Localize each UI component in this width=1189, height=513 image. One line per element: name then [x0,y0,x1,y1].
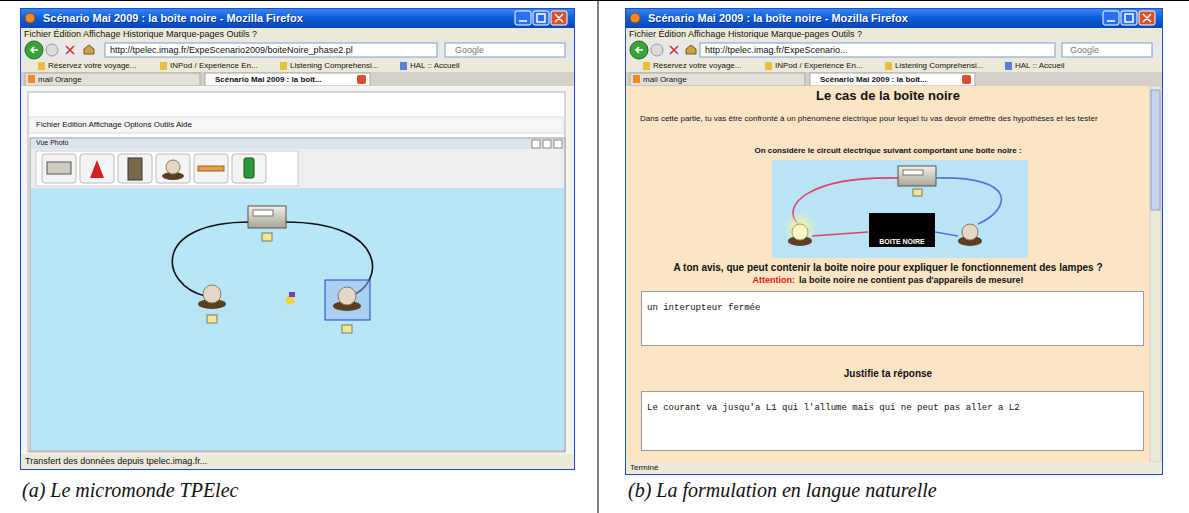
bookmark: Listening Comprehensi... [290,61,379,70]
tab-title: Scénario Mai 2009 : la boît... [820,75,927,84]
app-menu: Fichier Edition Affichage Options Outils… [36,120,192,129]
warning-label: Attention: [752,275,795,285]
bookmark: INPod / Experience En... [170,61,258,70]
panel-title: Vue Photo [36,139,68,147]
url-text: http://tpelec.imag.fr/ExpeScenario2009/b… [110,45,353,55]
menu-bar: Fichier Édition Affichage Historique Mar… [629,29,862,39]
warning-text: la boite noire ne contient pas d'apparei… [799,275,1024,285]
figure-caption: (b) La formulation en langue naturelle [628,479,937,502]
window-title: Scénario Mai 2009 : la boîte noire - Moz… [648,12,908,24]
answer-text: Le courant va jusqu'a L1 qui l'allume ma… [647,403,1020,413]
answer-textarea: Le courant va jusqu'a L1 qui l'allume ma… [641,391,1144,451]
status-bar: Terminé [630,463,658,472]
bookmark: Listening Comprehensi... [895,61,984,70]
intro-text: Dans cette partie, tu vas être confronté… [640,114,1098,123]
window-title: Scénario Mai 2009 : la boîte noire - Moz… [43,12,303,24]
bookmark: HAL :: Accueil [410,61,460,70]
box-label: BOITE NOIRE [879,238,925,245]
tab-title: mail Orange [643,75,687,84]
tab-title: Scénario Mai 2009 : la boît... [215,75,322,84]
black-box: BOITE NOIRE [869,213,935,247]
menu-bar: Fichier Édition Affichage Historique Mar… [24,29,257,39]
bookmark: HAL :: Accueil [1015,61,1065,70]
search-field: Google [1070,45,1099,55]
url-text: http://tpelec.imag.fr/ExpeScenario... [705,45,848,55]
bookmark: Réservez votre voyage... [48,61,136,70]
search-field: Google [455,45,484,55]
tab-title: mail Orange [38,75,82,84]
page-heading: Le cas de la boîte noire [816,89,960,104]
circuit-intro: On considère le circuit électrique suiva… [754,146,1021,155]
answer-text: un interupteur fermée [647,303,760,313]
bookmark: INPod / Experience En... [775,61,863,70]
bookmark: Réservez votre voyage... [653,61,741,70]
question: A ton avis, que peut contenir la boite n… [673,262,1102,274]
answer-textarea: un interupteur fermée [641,291,1144,346]
status-bar: Transfert des données depuis tpelec.imag… [25,456,207,466]
figure-caption: (a) Le micromonde TPElec [22,479,238,502]
question: Justifie ta réponse [844,368,932,380]
